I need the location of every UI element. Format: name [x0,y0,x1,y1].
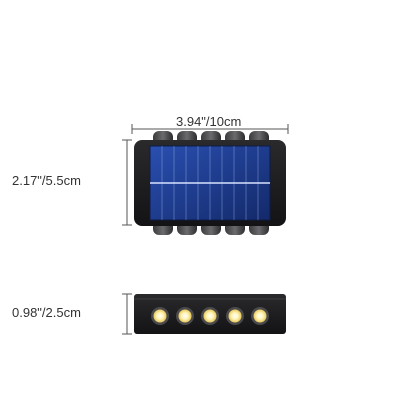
led-3 [201,307,219,325]
depth-dimension-label: 0.98"/2.5cm [12,305,81,320]
depth-dimension-line [122,293,132,335]
width-dimension-line [131,124,289,134]
height-dimension-label: 2.17"/5.5cm [12,173,81,188]
bottom-view [134,294,286,334]
led-1 [151,307,169,325]
width-dimension-label: 3.94"/10cm [176,114,242,129]
led-4 [226,307,244,325]
led-2 [176,307,194,325]
led-row [151,307,269,325]
led-5 [251,307,269,325]
height-dimension-line [122,139,132,226]
front-view [134,131,286,235]
